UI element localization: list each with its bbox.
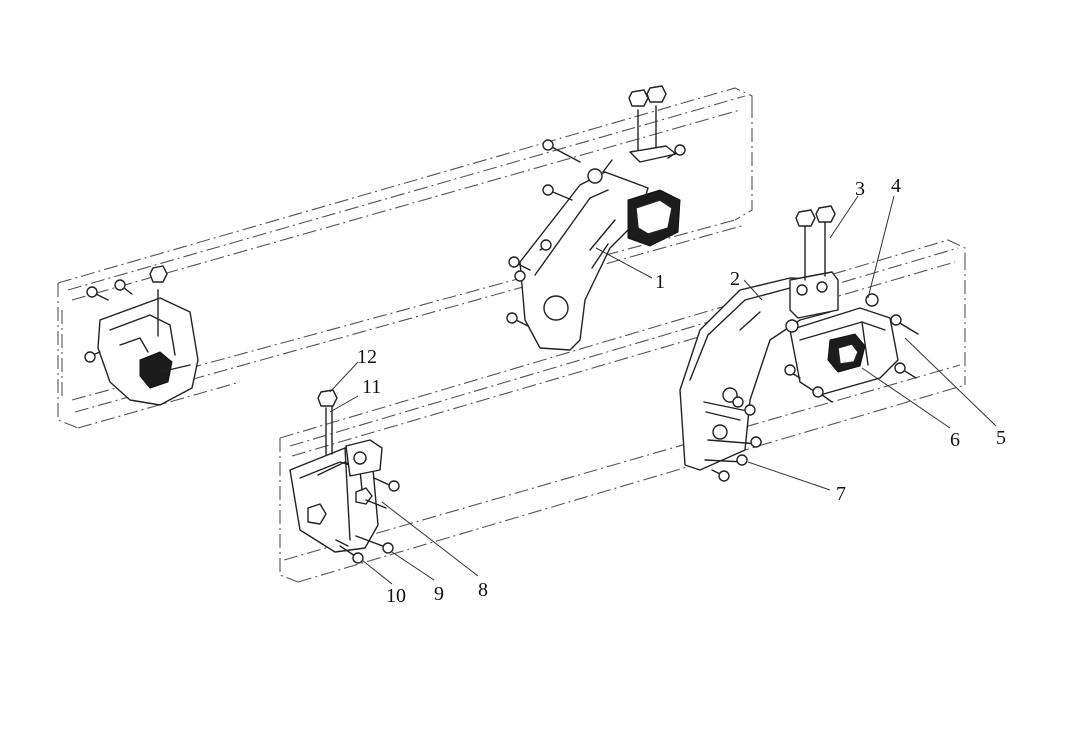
callout-7: 7 <box>836 483 846 505</box>
callout-2: 2 <box>730 268 740 290</box>
callout-10: 10 <box>386 585 406 607</box>
leader-5 <box>904 337 997 427</box>
frame-rail-right <box>279 239 966 583</box>
callout-11: 11 <box>362 376 381 398</box>
leader-10 <box>361 559 393 585</box>
part-7-bolts <box>703 396 762 482</box>
front-left-mount <box>289 389 400 564</box>
leader-9 <box>391 551 435 581</box>
leader-11 <box>329 395 359 413</box>
callout-8: 8 <box>478 579 488 601</box>
leader-4 <box>867 195 895 299</box>
leader-12 <box>329 361 359 393</box>
callout-12: 12 <box>357 346 377 368</box>
callouts: 1 2 3 4 5 6 7 8 9 10 11 12 <box>357 175 1006 607</box>
callout-5: 5 <box>996 427 1006 449</box>
rear-left-mount <box>84 265 199 406</box>
leader-6 <box>861 367 951 429</box>
part-6-mount <box>784 293 919 403</box>
part-1-bracket <box>506 85 686 351</box>
callout-1: 1 <box>655 271 665 293</box>
callout-3: 3 <box>855 178 865 200</box>
part-2-bracket <box>679 205 839 471</box>
leader-2 <box>743 279 763 301</box>
leader-7 <box>747 461 831 491</box>
callout-9: 9 <box>434 583 444 605</box>
callout-4: 4 <box>891 175 901 197</box>
leader-3 <box>829 195 859 239</box>
callout-6: 6 <box>950 429 960 451</box>
leader-lines <box>329 195 997 585</box>
leader-8 <box>381 501 479 577</box>
leader-1 <box>595 247 653 279</box>
